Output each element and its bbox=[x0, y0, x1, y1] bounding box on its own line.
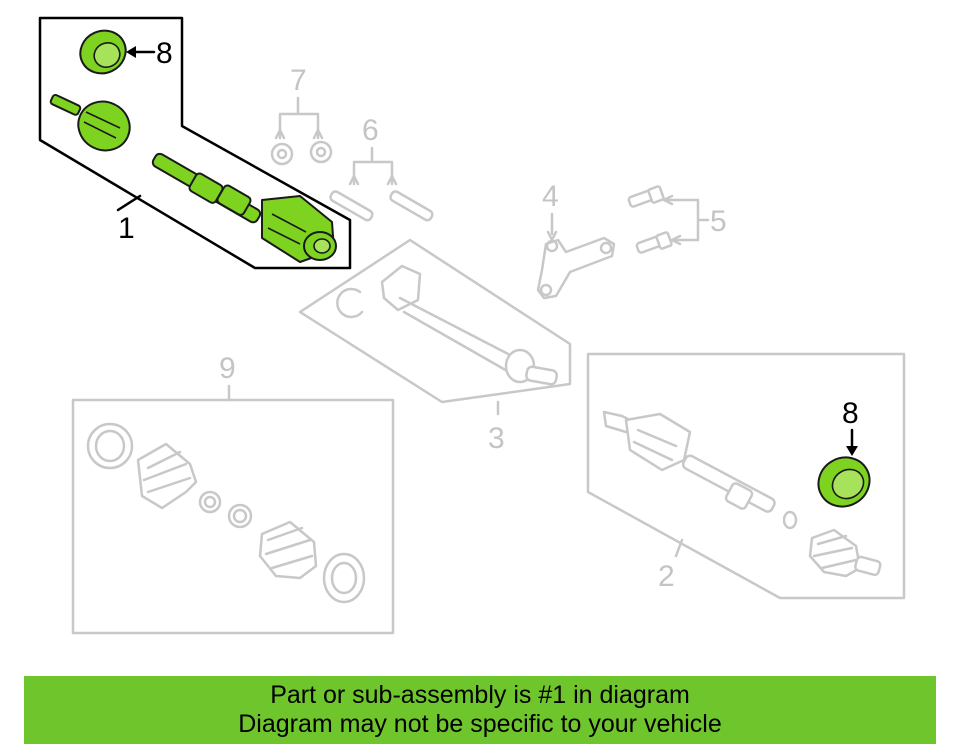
intermediate-shaft-part-3[interactable]: 3 bbox=[298, 238, 572, 455]
callout-4-label: 4 bbox=[542, 180, 559, 213]
bolts-part-5[interactable]: 5 bbox=[627, 185, 727, 254]
drive-shaft-part-2[interactable]: 8 2 bbox=[586, 352, 906, 600]
boot-kit-part-9[interactable]: 9 bbox=[71, 352, 395, 635]
callout-7-label: 7 bbox=[290, 64, 307, 97]
drive-shaft-part-1[interactable] bbox=[151, 152, 337, 263]
seal-ring-part-8-right[interactable] bbox=[809, 448, 878, 516]
assembly-1-outline bbox=[38, 16, 352, 270]
callout-8-top-label: 8 bbox=[156, 37, 173, 70]
info-banner: Part or sub-assembly is #1 in diagram Di… bbox=[24, 676, 936, 744]
callout-1-leader bbox=[116, 194, 142, 212]
banner-line-2: Diagram may not be specific to your vehi… bbox=[238, 710, 722, 738]
callout-2-label: 2 bbox=[658, 560, 675, 593]
assembly-1-group[interactable]: 1 8 bbox=[38, 16, 352, 270]
bracket-part-4[interactable]: 4 bbox=[536, 180, 616, 300]
callout-8-top-arrow bbox=[126, 46, 136, 58]
callout-9-label: 9 bbox=[219, 352, 236, 385]
pins-part-6[interactable]: 6 bbox=[329, 114, 434, 222]
callout-8-right-arrow bbox=[846, 446, 858, 456]
callout-1-label: 1 bbox=[118, 212, 135, 245]
callout-3-label: 3 bbox=[488, 422, 505, 455]
nuts-part-7[interactable]: 7 bbox=[270, 64, 333, 166]
callout-6-label: 6 bbox=[362, 114, 379, 147]
banner-line-1: Part or sub-assembly is #1 in diagram bbox=[270, 681, 690, 709]
callout-8-right-label: 8 bbox=[842, 397, 859, 430]
parts-diagram: 1 8 7 6 4 bbox=[38, 16, 906, 635]
callout-5-label: 5 bbox=[710, 205, 727, 238]
outer-cv-joint bbox=[49, 93, 131, 152]
seal-ring-part-8-top[interactable] bbox=[73, 23, 132, 81]
